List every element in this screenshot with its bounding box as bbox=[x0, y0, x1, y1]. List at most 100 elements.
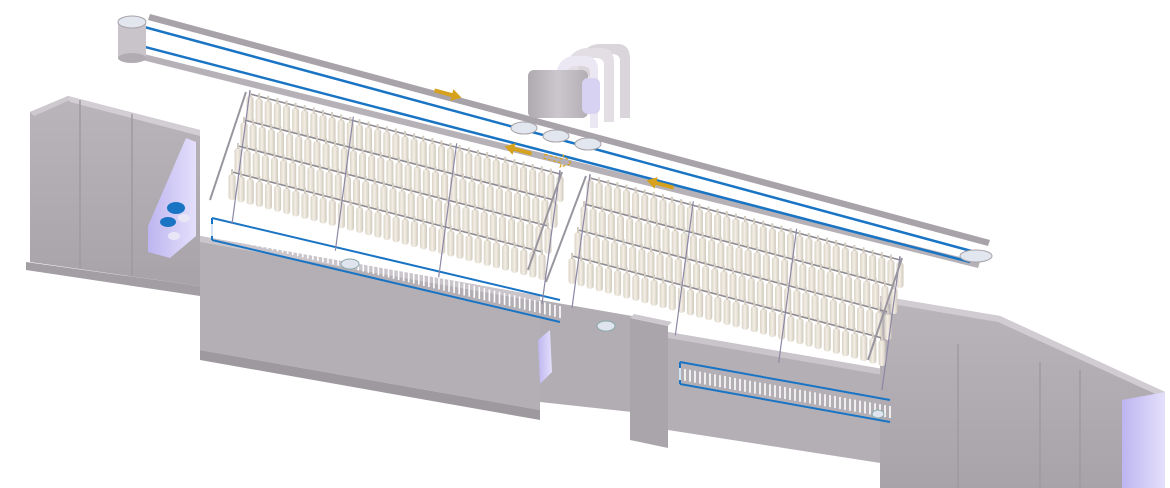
bobbin bbox=[529, 168, 537, 195]
bobbin bbox=[413, 166, 421, 193]
bobbin bbox=[347, 204, 355, 231]
top-drive bbox=[117, 14, 993, 268]
bobbin bbox=[252, 152, 260, 179]
bobbin bbox=[714, 296, 722, 323]
bobbin bbox=[422, 169, 430, 196]
bobbin bbox=[832, 327, 840, 354]
bobbin bbox=[607, 213, 615, 240]
bobbin bbox=[744, 249, 752, 276]
bobbin bbox=[319, 114, 327, 141]
bobbin bbox=[768, 228, 776, 255]
bobbin bbox=[435, 199, 443, 226]
bobbin bbox=[735, 247, 743, 273]
bobbin bbox=[665, 256, 673, 283]
bobbin bbox=[708, 239, 716, 266]
bobbin bbox=[799, 263, 807, 290]
bobbin bbox=[641, 194, 649, 221]
bobbin bbox=[699, 237, 707, 264]
bobbin bbox=[659, 282, 667, 309]
bobbin bbox=[349, 150, 357, 177]
bobbin bbox=[304, 138, 312, 165]
tape-tensioner bbox=[340, 258, 360, 270]
bobbin bbox=[316, 169, 324, 196]
bobbin bbox=[538, 171, 546, 198]
bobbin bbox=[747, 277, 755, 304]
bobbin bbox=[474, 154, 482, 181]
bobbin bbox=[778, 313, 786, 340]
bobbin bbox=[441, 173, 449, 200]
bobbin bbox=[355, 124, 363, 151]
bobbin bbox=[313, 140, 321, 167]
tape-tensioner bbox=[871, 409, 885, 419]
bobbin bbox=[282, 105, 290, 132]
bobbin bbox=[289, 162, 297, 189]
bobbin bbox=[629, 246, 637, 273]
bobbin bbox=[508, 218, 516, 245]
bobbin bbox=[842, 330, 850, 357]
bobbin bbox=[495, 187, 503, 214]
bobbin bbox=[823, 242, 831, 269]
bobbin bbox=[392, 216, 400, 243]
bobbin bbox=[298, 164, 306, 191]
bobbin bbox=[720, 270, 728, 297]
bobbin bbox=[869, 254, 877, 281]
bobbin bbox=[671, 230, 679, 257]
bobbin bbox=[717, 242, 725, 269]
bobbin bbox=[650, 279, 658, 306]
bobbin bbox=[866, 309, 874, 336]
bobbin bbox=[759, 308, 767, 335]
bobbin bbox=[577, 260, 585, 287]
bobbin bbox=[693, 263, 701, 290]
bobbin bbox=[301, 110, 309, 137]
bobbin bbox=[844, 275, 852, 302]
bobbin bbox=[292, 107, 300, 134]
bobbin bbox=[438, 228, 446, 255]
bobbin bbox=[723, 299, 731, 325]
bobbin bbox=[514, 192, 522, 219]
bobbin bbox=[838, 301, 846, 328]
tension-pulley-3 bbox=[574, 137, 602, 151]
bobbin bbox=[343, 176, 351, 203]
rail-front bbox=[118, 48, 980, 268]
bobbin bbox=[705, 211, 713, 238]
bobbin bbox=[851, 332, 859, 359]
bobbin bbox=[510, 164, 518, 191]
bobbin bbox=[228, 174, 236, 200]
right-pulley bbox=[959, 249, 993, 263]
bobbin bbox=[592, 236, 600, 263]
direction-arrows bbox=[433, 88, 675, 190]
bobbin bbox=[857, 306, 865, 333]
bobbin bbox=[808, 266, 816, 293]
bobbin bbox=[501, 161, 509, 188]
bobbin bbox=[765, 282, 773, 309]
bobbin bbox=[273, 103, 281, 130]
bobbin bbox=[398, 190, 406, 217]
bobbin bbox=[860, 252, 868, 279]
bobbin bbox=[732, 301, 740, 328]
bobbin bbox=[310, 112, 318, 139]
bobbin bbox=[286, 133, 294, 160]
bobbin bbox=[863, 280, 871, 307]
bobbin bbox=[416, 195, 424, 222]
bobbin bbox=[425, 197, 433, 224]
bobbin bbox=[237, 176, 245, 203]
bobbin bbox=[429, 225, 437, 252]
bobbin bbox=[759, 225, 767, 252]
bobbin bbox=[689, 234, 697, 261]
bobbin bbox=[610, 241, 618, 268]
bobbin bbox=[267, 129, 275, 156]
bobbin bbox=[456, 150, 464, 177]
bobbin bbox=[616, 215, 624, 242]
bobbin bbox=[401, 218, 409, 245]
bobbin bbox=[662, 227, 670, 254]
bobbin bbox=[428, 143, 436, 170]
bobbin bbox=[604, 184, 612, 211]
bobbin bbox=[787, 315, 795, 342]
bobbin bbox=[622, 189, 630, 216]
bobbin bbox=[459, 178, 467, 205]
bobbin bbox=[520, 249, 528, 276]
creel-section-right bbox=[568, 173, 904, 391]
bobbin bbox=[632, 274, 640, 301]
bobbin bbox=[741, 221, 749, 247]
